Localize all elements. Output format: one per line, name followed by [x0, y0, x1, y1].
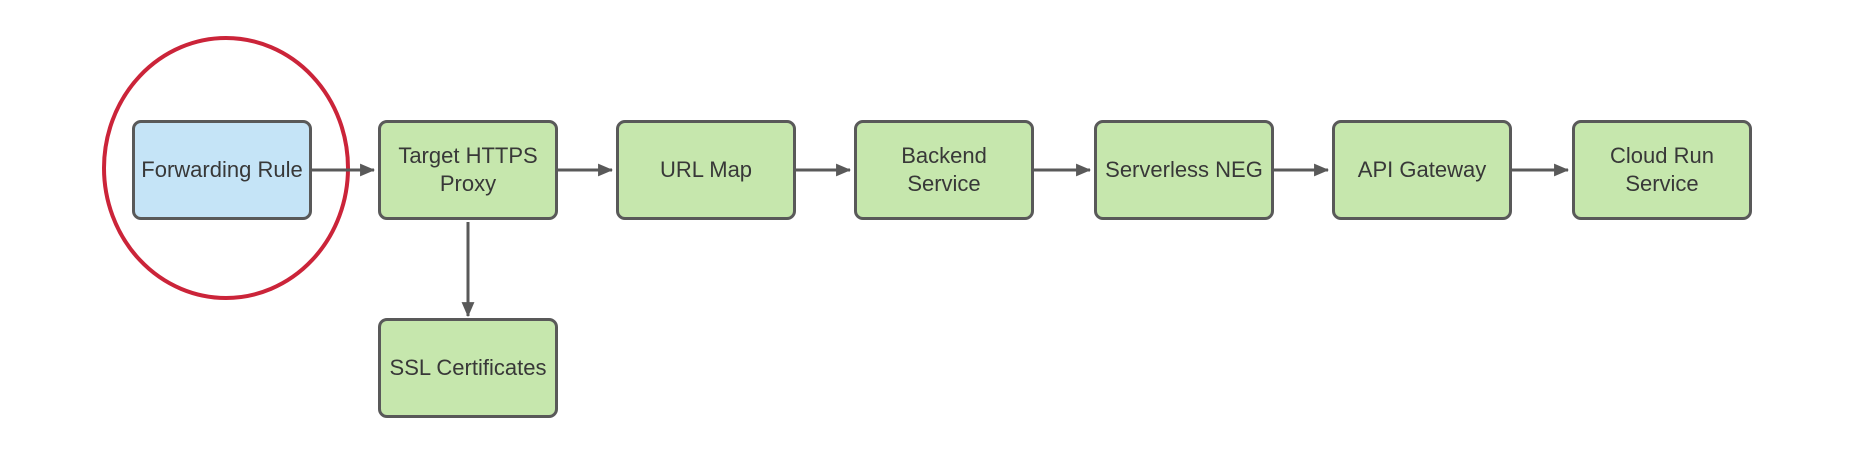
node-ssl-certificates: SSL Certificates [378, 318, 558, 418]
node-url-map: URL Map [616, 120, 796, 220]
node-target-https-proxy: Target HTTPS Proxy [378, 120, 558, 220]
node-backend-service: Backend Service [854, 120, 1034, 220]
node-label-serverless-neg: Serverless NEG [1105, 157, 1263, 183]
node-label-url-map: URL Map [659, 157, 753, 183]
node-forwarding-rule: Forwarding Rule [132, 120, 312, 220]
node-label-forwarding-rule: Forwarding Rule [141, 157, 303, 183]
node-label-backend-service: Backend Service [901, 143, 987, 196]
node-label-ssl-certificates: SSL Certificates [389, 355, 547, 381]
node-cloud-run-service: Cloud Run Service [1572, 120, 1752, 220]
node-label-target-https-proxy: Target HTTPS Proxy [398, 143, 538, 196]
highlight-circle [102, 36, 350, 300]
node-api-gateway: API Gateway [1332, 120, 1512, 220]
node-label-cloud-run-service: Cloud Run Service [1610, 143, 1714, 196]
node-serverless-neg: Serverless NEG [1094, 120, 1274, 220]
node-label-api-gateway: API Gateway [1357, 157, 1487, 183]
